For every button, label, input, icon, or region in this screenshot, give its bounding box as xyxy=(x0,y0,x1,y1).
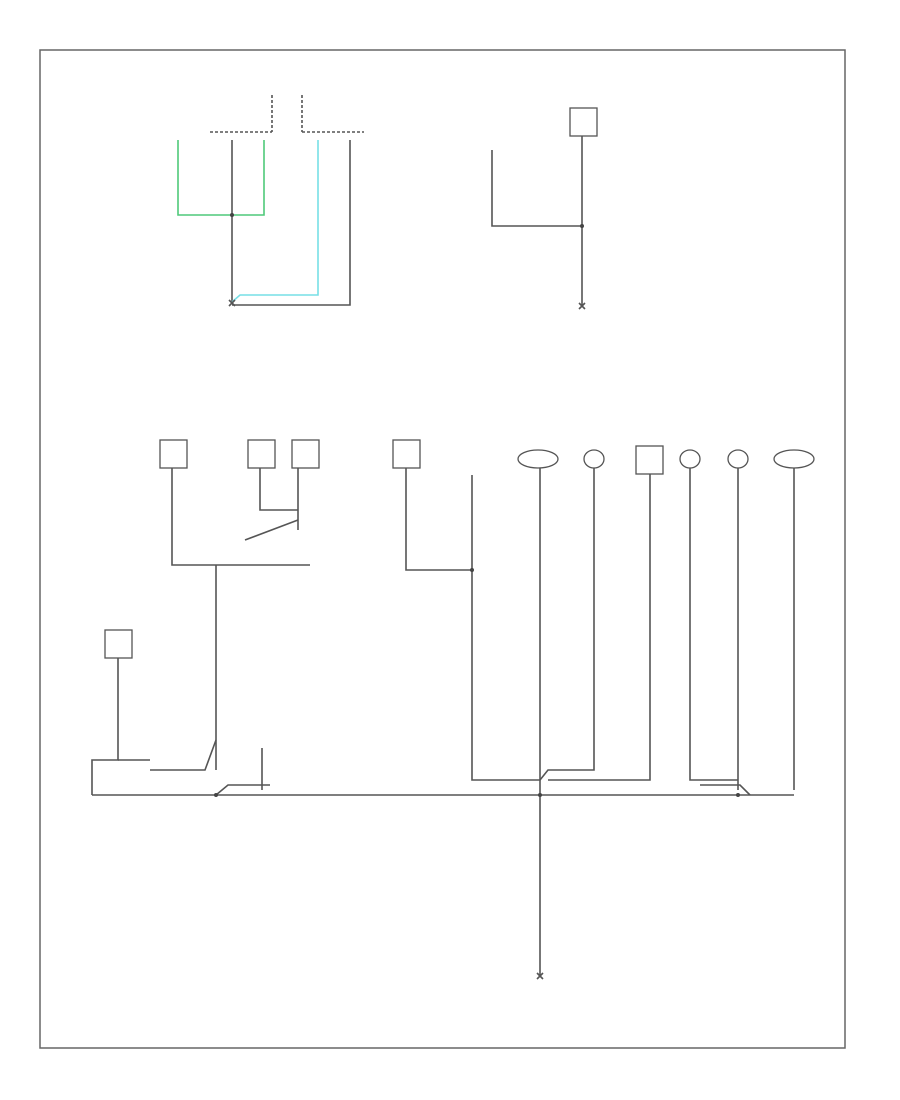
ground-bus xyxy=(92,784,794,980)
lamp-2 xyxy=(583,449,605,469)
lamp-1 xyxy=(517,449,559,469)
mid-row-components xyxy=(159,439,815,475)
lamp-5 xyxy=(773,449,815,469)
mid-component-2 xyxy=(247,439,276,469)
left-component xyxy=(104,629,133,659)
mid-component-3 xyxy=(291,439,320,469)
mid-component-4 xyxy=(392,439,421,469)
top-left-component-b xyxy=(301,95,364,133)
top-right-group xyxy=(491,107,598,310)
diagram-border xyxy=(39,49,846,1049)
mid-component-1 xyxy=(159,439,188,469)
mid-wiring xyxy=(171,468,795,975)
connector-6 xyxy=(635,445,664,475)
top-right-component xyxy=(569,107,598,137)
top-left-group xyxy=(177,95,364,307)
lamp-3 xyxy=(679,449,701,469)
lamp-4 xyxy=(727,449,749,469)
left-group xyxy=(91,629,263,795)
top-left-component-a xyxy=(210,95,273,133)
